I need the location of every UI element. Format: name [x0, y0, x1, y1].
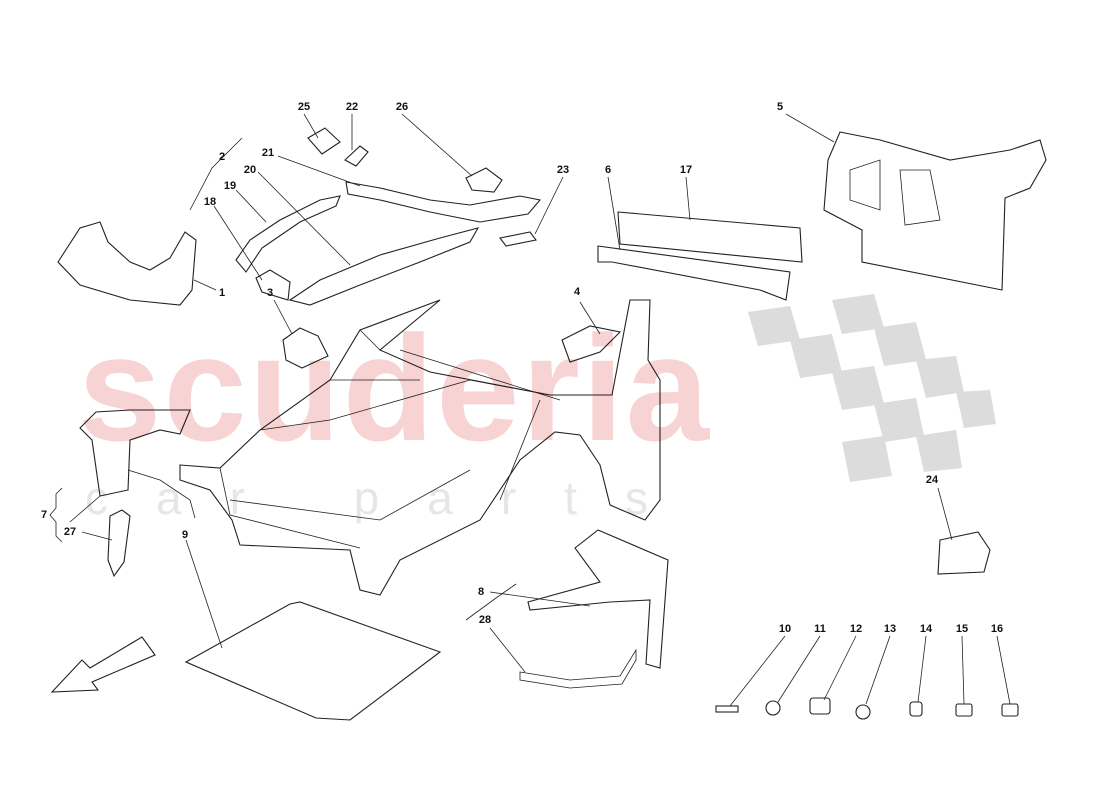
callout-12: 12 [849, 623, 863, 635]
callout-18: 18 [203, 196, 217, 208]
part-24-cover [937, 531, 991, 575]
part-6-rail [597, 245, 791, 301]
part-4-bracket [561, 325, 622, 363]
callout-27: 27 [63, 526, 77, 538]
part-7-support [79, 409, 191, 497]
callout-5: 5 [776, 101, 784, 113]
callout-9: 9 [181, 529, 189, 541]
part-13-nut [855, 704, 871, 720]
callout-19: 19 [223, 180, 237, 192]
part-3-bracket [282, 327, 329, 369]
part-23-bracket [499, 231, 537, 247]
watermark-sub: car parts [85, 472, 696, 524]
part-16-screw [1001, 703, 1019, 717]
part-15-stud [955, 703, 973, 717]
callout-15: 15 [955, 623, 969, 635]
watermark-brand: scuderia [78, 304, 711, 472]
callout-25: 25 [297, 101, 311, 113]
callout-11: 11 [814, 623, 826, 635]
part-22-bracket [344, 145, 369, 167]
part-19-arch [235, 195, 341, 273]
part-1-front-bumper-beam [57, 221, 197, 306]
part-11-clip [765, 700, 781, 716]
part-26-hinge [465, 167, 503, 193]
part-21-upper-crossmember [345, 181, 542, 223]
callout-21: 21 [261, 147, 275, 159]
part-18-bracket [255, 269, 291, 301]
front-chassis-frame [179, 299, 661, 596]
part-9-undertray [184, 601, 442, 721]
front-direction-arrow [50, 636, 156, 693]
callout-20: 20 [243, 164, 257, 176]
callout-26: 26 [395, 101, 409, 113]
callout-2: 2 [218, 151, 226, 163]
part-25-bracket [307, 127, 341, 155]
callout-24: 24 [925, 474, 939, 486]
leader-lines [49, 113, 1011, 707]
callout-3: 3 [266, 287, 274, 299]
callout-4: 4 [573, 286, 581, 298]
part-28-brace [519, 648, 637, 689]
callout-13: 13 [883, 623, 897, 635]
fasteners [715, 697, 1019, 720]
callout-23: 23 [556, 164, 570, 176]
part-27-strap [107, 509, 131, 578]
callout-8: 8 [477, 586, 485, 598]
part-17-beam [617, 211, 803, 263]
callout-22: 22 [345, 101, 359, 113]
part-20-cross-panel [288, 227, 480, 306]
checkered-flag-watermark [748, 294, 996, 482]
part-8-support [527, 529, 669, 669]
callout-16: 16 [990, 623, 1004, 635]
part-10-pin [715, 705, 739, 713]
callout-28: 28 [478, 614, 492, 626]
callout-7: 7 [40, 509, 48, 521]
callout-10: 10 [778, 623, 792, 635]
part-14-insert [909, 701, 923, 717]
callout-17: 17 [679, 164, 693, 176]
part-5-bulkhead [823, 131, 1047, 291]
callout-1: 1 [218, 287, 226, 299]
callout-6: 6 [604, 164, 612, 176]
part-7-wire [127, 469, 196, 519]
part-12-sleeve [809, 697, 831, 715]
callout-14: 14 [919, 623, 933, 635]
